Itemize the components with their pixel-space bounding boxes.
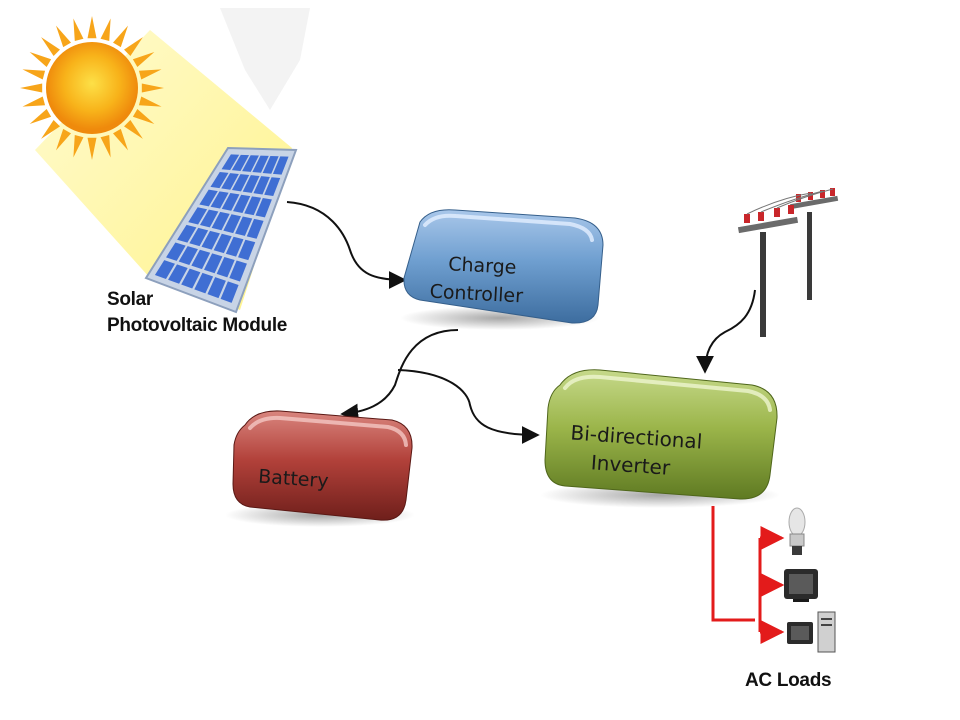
solar-cell xyxy=(201,230,220,250)
background-shape xyxy=(220,8,310,110)
solar-cell xyxy=(154,260,175,279)
solar-cell xyxy=(199,209,219,228)
solar-cell xyxy=(264,177,281,197)
solar-cell xyxy=(213,233,232,254)
solar-cell xyxy=(262,155,279,174)
solar-cell xyxy=(168,264,188,284)
arrow-controller-to-inverter xyxy=(397,369,540,444)
solar-cell xyxy=(181,268,201,289)
solar-cell xyxy=(225,236,244,257)
ac-wiring xyxy=(711,506,785,644)
solar-cell xyxy=(255,198,272,218)
solar-cell xyxy=(238,239,256,261)
arrow-grid-to-inverter xyxy=(696,289,756,374)
battery-box: Battery xyxy=(225,410,415,527)
solar-cell xyxy=(199,189,218,207)
solar-cell xyxy=(221,154,240,171)
solar-cell xyxy=(231,174,250,192)
solar-cell xyxy=(194,272,214,294)
solar-cell xyxy=(177,224,197,243)
solar-module-label-line2: Photovoltaic Module xyxy=(107,315,288,336)
arrow-panel-to-controller xyxy=(286,201,407,289)
computer-icon xyxy=(787,611,836,653)
solar-cell xyxy=(253,176,270,195)
solar-cell xyxy=(178,246,198,265)
solar-cell xyxy=(220,281,239,303)
solar-cell xyxy=(166,242,186,261)
ac-loads-label: AC Loads xyxy=(745,670,832,691)
inverter-box: Bi-directional Inverter xyxy=(540,369,780,508)
solar-cell xyxy=(210,191,229,209)
charge-controller-box: Charge Controller xyxy=(400,209,604,330)
solar-cell xyxy=(210,172,229,189)
solar-cell xyxy=(231,154,250,171)
solar-cell xyxy=(221,173,239,190)
solar-cell xyxy=(252,155,269,173)
solar-cell xyxy=(229,260,247,282)
solar-cell xyxy=(272,156,289,175)
television-icon xyxy=(784,569,818,602)
solar-cell xyxy=(244,196,262,216)
solar-cell xyxy=(223,214,241,234)
solar-cell xyxy=(242,175,260,193)
solar-cell xyxy=(207,277,226,299)
solar-cell xyxy=(211,211,230,231)
solar-cell xyxy=(191,249,211,270)
solar-cell xyxy=(204,253,223,274)
solar-cell xyxy=(189,227,209,247)
solar-cell xyxy=(221,193,240,211)
solar-cell xyxy=(246,218,264,239)
light-bulb-icon xyxy=(788,507,806,555)
inverter-label-line2: Inverter xyxy=(590,450,672,480)
arrow-controller-to-battery xyxy=(340,329,459,422)
solar-cell xyxy=(242,155,259,172)
charge-controller-label-line1: Charge xyxy=(448,253,517,279)
sun-icon xyxy=(20,16,164,160)
utility-pole-icon xyxy=(737,188,839,337)
solar-cell xyxy=(188,207,208,225)
solar-cell xyxy=(216,256,235,278)
charge-controller-label-line2: Controller xyxy=(429,281,524,308)
solar-panel-icon xyxy=(144,146,298,314)
battery-label: Battery xyxy=(258,466,330,493)
solar-module-label-line1: Solar xyxy=(107,289,154,310)
solar-cell xyxy=(233,194,251,213)
solar-cell xyxy=(235,216,253,236)
